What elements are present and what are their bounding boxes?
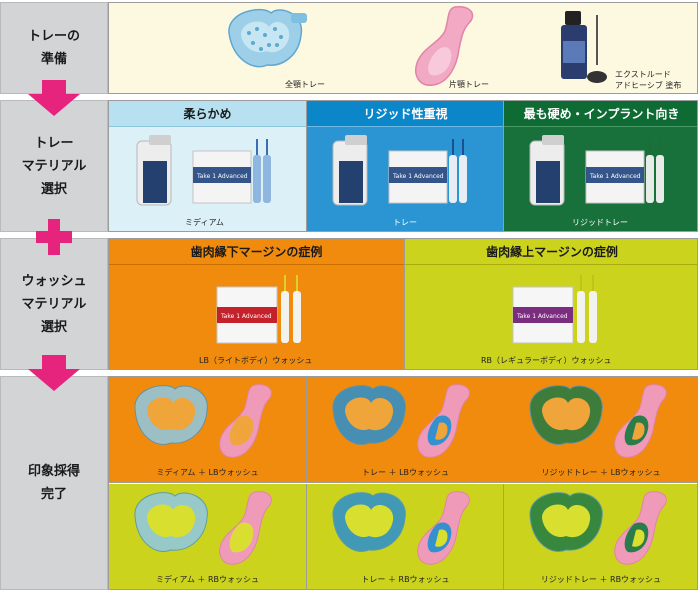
- tray-soft-column: 柔らかめ Take 1 Advanced ミディアム: [109, 101, 306, 231]
- tray-hardest-column: 最も硬め・インプラント向き Take 1 Advanced リジッドトレー: [503, 101, 697, 231]
- tray-rigid-header: リジッド性重視: [307, 101, 503, 127]
- impression-tray-image: [134, 384, 272, 458]
- wash-material-panel: 歯肉縁下マージンの症例 Take 1 Advanced LB（ライトボディ）ウォ…: [108, 238, 698, 370]
- step-tray-material-text: トレー マテリアル 選択: [21, 135, 87, 197]
- step-impression-text: 印象採得 完了: [27, 464, 80, 502]
- result-caption: ミディアム ＋ RBウォッシュ: [155, 575, 259, 584]
- box-label: Take 1 Advanced: [392, 173, 444, 180]
- tray-caption: トレー: [393, 218, 417, 227]
- step-label-tray-material: トレー マテリアル 選択: [0, 100, 108, 232]
- half-arch-tray-image: [415, 6, 474, 86]
- half-tray-caption: 片顎トレー: [449, 80, 489, 89]
- down-arrow-icon: [28, 80, 80, 116]
- rigid-tray-product-image: Take 1 Advanced: [529, 135, 664, 206]
- result-caption: トレー ＋ RBウォッシュ: [361, 575, 450, 584]
- tray-rigid-header-text: リジッド性重視: [363, 107, 448, 121]
- impression-tray-image: [529, 491, 667, 565]
- step-wash-material-text: ウォッシュ マテリアル 選択: [21, 273, 87, 335]
- tray-hardest-header-text: 最も硬め・インプラント向き: [523, 107, 680, 121]
- full-tray-caption: 全顎トレー: [285, 80, 325, 89]
- adhesive-bottle-image: [561, 11, 607, 83]
- plus-icon: [36, 219, 72, 255]
- impression-tray-image: [134, 491, 272, 565]
- rb-wash-product-image: Take 1 Advanced: [512, 275, 597, 344]
- impression-tray-image: [529, 384, 667, 458]
- down-arrow-icon: [28, 355, 80, 391]
- result-cell: ミディアム ＋ RBウォッシュ: [109, 484, 306, 589]
- tray-soft-header-text: 柔らかめ: [183, 107, 232, 121]
- tray-product-image: Take 1 Advanced: [332, 135, 467, 206]
- wash-rb-header-text: 歯肉縁上マージンの症例: [486, 245, 618, 259]
- result-cell: トレー ＋ LBウォッシュ: [306, 377, 503, 483]
- step-label-wash-material: ウォッシュ マテリアル 選択: [0, 238, 108, 370]
- box-label: Take 1 Advanced: [589, 173, 641, 180]
- full-arch-tray-image: [228, 8, 307, 68]
- impression-tray-image: [332, 384, 470, 458]
- result-cell: ミディアム ＋ LBウォッシュ: [109, 377, 306, 483]
- box-label: Take 1 Advanced: [516, 313, 568, 320]
- result-caption: ミディアム ＋ LBウォッシュ: [156, 468, 259, 477]
- result-cell: トレー ＋ RBウォッシュ: [306, 484, 503, 589]
- result-cell: リジッドトレー ＋ LBウォッシュ: [503, 377, 697, 483]
- box-label: Take 1 Advanced: [196, 173, 248, 180]
- impression-tray-image: [332, 491, 470, 565]
- lb-wash-caption: LB（ライトボディ）ウォッシュ: [199, 356, 313, 365]
- tray-rigid-column: リジッド性重視 Take 1 Advanced トレー: [306, 101, 503, 231]
- tray-hardest-header: 最も硬め・インプラント向き: [504, 101, 697, 127]
- rb-wash-caption: RB（レギュラーボディ）ウォッシュ: [481, 356, 612, 365]
- result-caption: リジッドトレー ＋ RBウォッシュ: [540, 575, 662, 584]
- wash-lb-column: 歯肉縁下マージンの症例 Take 1 Advanced LB（ライトボディ）ウォ…: [109, 239, 404, 369]
- wash-lb-header: 歯肉縁下マージンの症例: [109, 239, 404, 265]
- box-label: Take 1 Advanced: [220, 313, 272, 320]
- adhesive-caption-line2: アドヒーシブ 塗布: [615, 81, 682, 90]
- medium-product-image: Take 1 Advanced: [136, 135, 271, 206]
- tray-soft-header: 柔らかめ: [109, 101, 306, 127]
- result-cell: リジッドトレー ＋ RBウォッシュ: [503, 484, 697, 589]
- result-caption: リジッドトレー ＋ LBウォッシュ: [541, 468, 661, 477]
- step-prep-text: トレーの 準備: [27, 29, 80, 67]
- results-panel: ミディアム ＋ LBウォッシュ トレー ＋ LBウォッシュ リジッドトレー ＋ LB…: [108, 376, 698, 590]
- wash-rb-header: 歯肉縁上マージンの症例: [405, 239, 697, 265]
- medium-caption: ミディアム: [185, 218, 224, 227]
- tray-material-panel: 柔らかめ Take 1 Advanced ミディアム リジッド性重視 Take …: [108, 100, 698, 232]
- wash-lb-header-text: 歯肉縁下マージンの症例: [190, 245, 323, 259]
- lb-wash-product-image: Take 1 Advanced: [216, 275, 301, 344]
- tray-prep-panel: 全顎トレー 片顎トレー エクストルード アドヒーシブ 塗布: [108, 2, 698, 94]
- step-label-prep: トレーの 準備: [0, 2, 108, 94]
- result-caption: トレー ＋ LBウォッシュ: [361, 468, 450, 477]
- adhesive-caption-line1: エクストルード: [615, 70, 671, 79]
- wash-rb-column: 歯肉縁上マージンの症例 Take 1 Advanced RB（レギュラーボディ）…: [404, 239, 697, 369]
- rigid-tray-caption: リジッドトレー: [572, 218, 628, 227]
- step-label-impression: 印象採得 完了: [0, 376, 108, 590]
